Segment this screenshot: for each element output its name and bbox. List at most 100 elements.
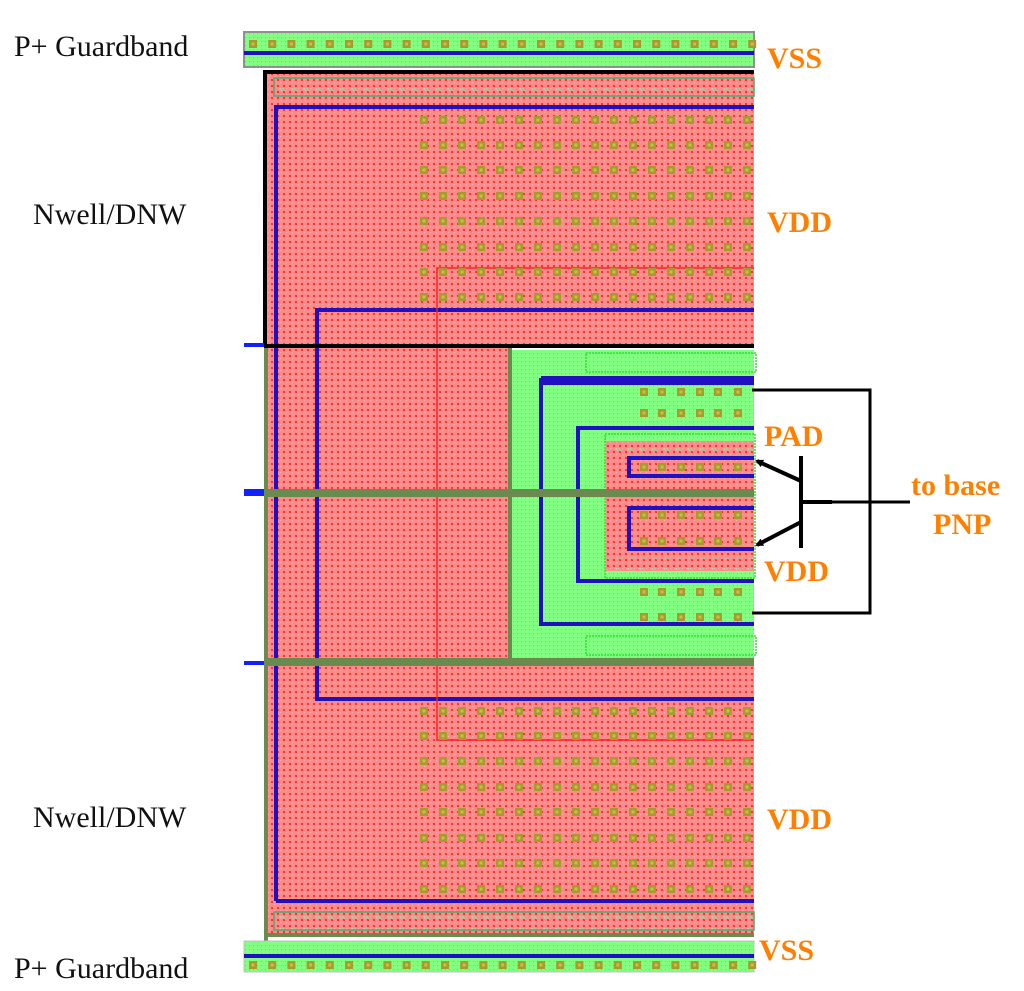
via-core [422, 785, 426, 789]
via-core [498, 194, 502, 198]
via-core [612, 810, 616, 814]
center-base-region [264, 346, 757, 941]
via-core [688, 861, 692, 865]
via-core [498, 861, 502, 865]
via-core [712, 963, 716, 967]
via-core [688, 810, 692, 814]
label-vdd-top: VDD [767, 206, 832, 239]
via-core [574, 810, 578, 814]
via-core [612, 219, 616, 223]
via-core [745, 709, 749, 713]
via-core [498, 219, 502, 223]
via-core [593, 734, 597, 738]
via-core [688, 245, 692, 249]
via-core [517, 168, 521, 172]
via-core [536, 168, 540, 172]
via-core [593, 270, 597, 274]
via-core [631, 810, 635, 814]
via-core [498, 118, 502, 122]
via-core [479, 219, 483, 223]
via-core [309, 42, 313, 46]
via-core [517, 270, 521, 274]
via-core [593, 295, 597, 299]
via-core [726, 143, 730, 147]
via-core [745, 295, 749, 299]
via-core [650, 219, 654, 223]
via-core [669, 194, 673, 198]
via-core [309, 963, 313, 967]
via-core [716, 390, 720, 394]
via-core [669, 219, 673, 223]
via-core [251, 963, 255, 967]
via-core [517, 836, 521, 840]
via-core [726, 219, 730, 223]
via-core [460, 118, 464, 122]
via-core [642, 390, 646, 394]
via-core [460, 810, 464, 814]
via-core [462, 963, 466, 967]
via-core [736, 411, 740, 415]
via-core [270, 42, 274, 46]
via-core [498, 168, 502, 172]
via-core [441, 861, 445, 865]
via-core [517, 295, 521, 299]
via-core [688, 785, 692, 789]
via-core [707, 734, 711, 738]
via-core [716, 411, 720, 415]
via-core [577, 42, 581, 46]
via-core [424, 42, 428, 46]
nwell-lower-vias [420, 707, 751, 893]
via-core [555, 810, 559, 814]
via-core [669, 759, 673, 763]
via-core [422, 861, 426, 865]
nwell-lower-region [264, 666, 755, 937]
via-core [422, 295, 426, 299]
via-core [422, 245, 426, 249]
via-core [716, 465, 720, 469]
via-core [736, 615, 740, 619]
via-core [441, 270, 445, 274]
via-core [574, 270, 578, 274]
label-nwell-top: Nwell/DNW [33, 198, 187, 231]
via-core [555, 785, 559, 789]
via-core [679, 590, 683, 594]
via-core [650, 734, 654, 738]
via-core [441, 709, 445, 713]
via-core [555, 219, 559, 223]
via-core [631, 734, 635, 738]
via-core [631, 709, 635, 713]
via-core [270, 963, 274, 967]
via-core [631, 168, 635, 172]
via-core [574, 836, 578, 840]
via-core [558, 42, 562, 46]
via-core [669, 295, 673, 299]
via-core [593, 709, 597, 713]
via-core [693, 42, 697, 46]
via-core [441, 759, 445, 763]
via-core [441, 118, 445, 122]
via-core [479, 295, 483, 299]
via-core [612, 295, 616, 299]
via-core [707, 168, 711, 172]
via-core [574, 245, 578, 249]
via-core [498, 785, 502, 789]
via-core [650, 245, 654, 249]
guardband-bottom-vias [249, 961, 757, 969]
via-core [366, 42, 370, 46]
label-guardband-top: P+ Guardband [14, 30, 188, 63]
via-core [745, 861, 749, 865]
via-core [536, 785, 540, 789]
via-core [612, 118, 616, 122]
via-core [669, 810, 673, 814]
via-core [707, 143, 711, 147]
via-core [688, 168, 692, 172]
via-core [479, 734, 483, 738]
via-core [650, 887, 654, 891]
via-core [635, 963, 639, 967]
via-core [422, 836, 426, 840]
via-core [555, 759, 559, 763]
via-core [707, 709, 711, 713]
via-core [631, 118, 635, 122]
emitter-arrow [755, 459, 802, 483]
